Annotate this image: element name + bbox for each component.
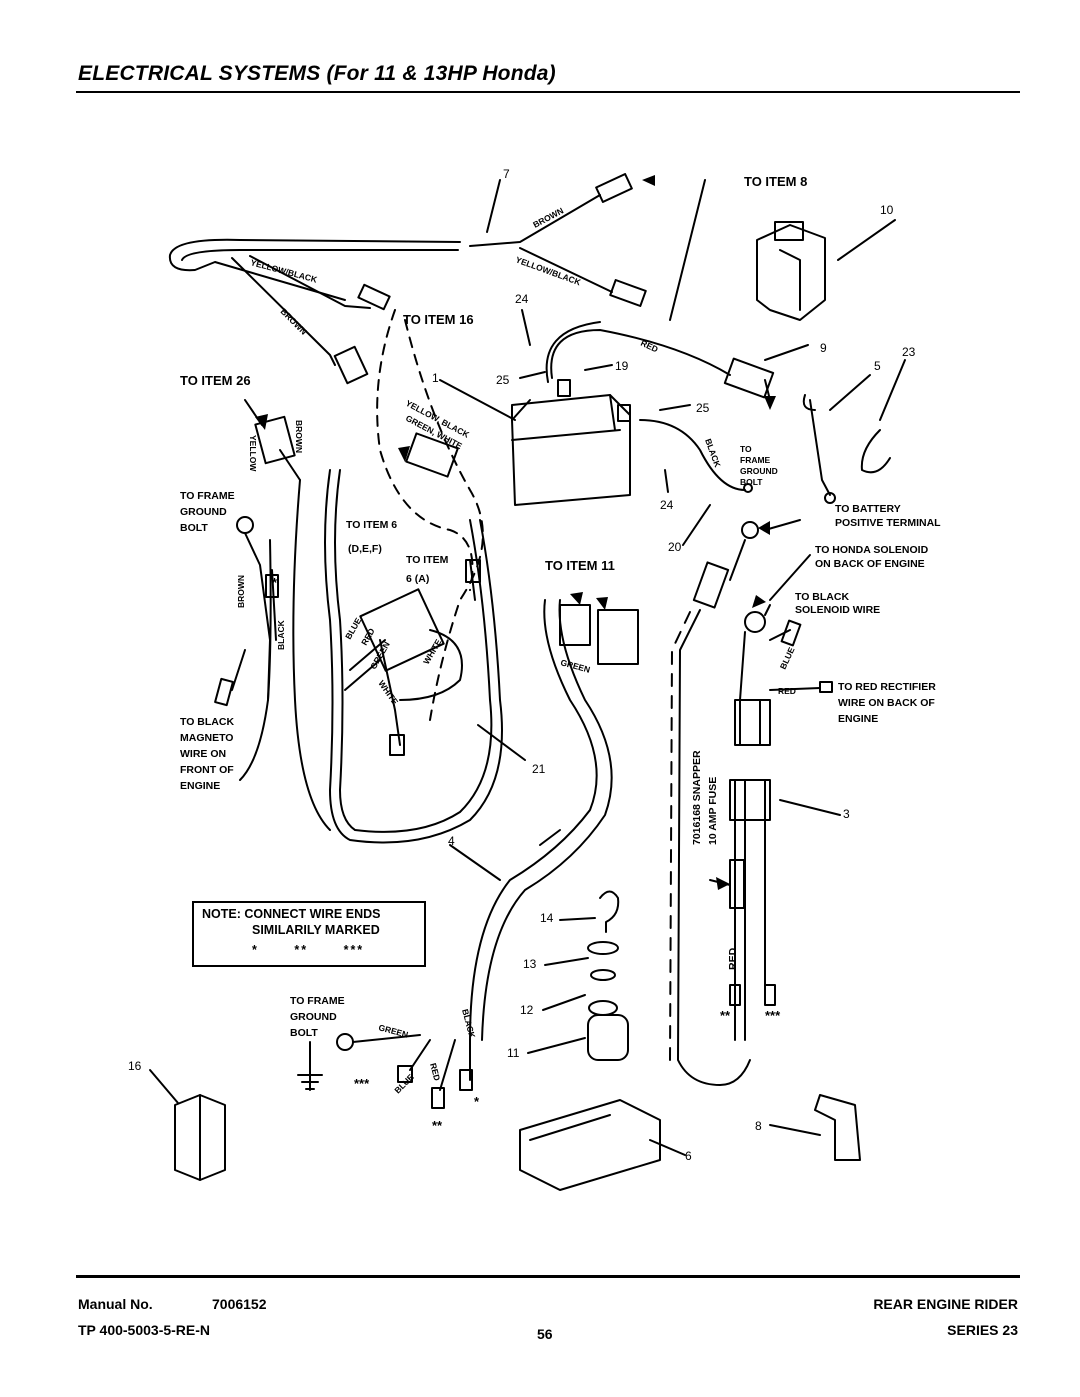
mark-triple-bottom: *** xyxy=(354,1076,370,1091)
mark-single-bottom: * xyxy=(474,1094,480,1109)
wire-black-mid: BLACK xyxy=(276,619,286,650)
part-number-20: 20 xyxy=(668,540,682,554)
frame-ground-1-line1: TO FRAME xyxy=(180,490,235,502)
frame-ground-2-line2: GROUND xyxy=(290,1011,337,1023)
fuse-label-line1: 7016168 SNAPPER xyxy=(691,750,703,845)
frame-ground-small-line4: BOLT xyxy=(740,477,763,487)
part-number-1: 1 xyxy=(432,371,439,385)
callout-to-item-16: TO ITEM 16 xyxy=(403,312,474,327)
wire-black-bottom: BLACK xyxy=(460,1008,478,1040)
frame-ground-small-line1: TO xyxy=(740,444,752,454)
product-name: REAR ENGINE RIDER xyxy=(873,1296,1018,1312)
red-rectifier-line3: ENGINE xyxy=(838,713,878,725)
wire-blue-right: BLUE xyxy=(778,645,797,670)
part-number-4: 4 xyxy=(448,834,455,848)
battery-positive-line1: TO BATTERY xyxy=(835,503,901,515)
footer-rule xyxy=(76,1275,1020,1278)
frame-ground-small-line3: GROUND xyxy=(740,466,778,476)
wire-brown-left: BROWN xyxy=(279,306,309,336)
wire-red-vertical: RED xyxy=(727,947,739,970)
note-line1: NOTE: CONNECT WIRE ENDS xyxy=(202,907,381,921)
top-harness xyxy=(168,238,461,301)
note-mark-triple: *** xyxy=(343,943,365,957)
wire-yellow-black-top: YELLOW/BLACK xyxy=(514,254,583,287)
part-number-24-bottom: 24 xyxy=(660,498,674,512)
wire-red-right: RED xyxy=(778,686,796,696)
callout-to-item-6a: TO ITEM xyxy=(406,554,449,566)
wire-black-battery: BLACK xyxy=(703,437,723,469)
honda-solenoid-line2: ON BACK OF ENGINE xyxy=(815,558,925,570)
part-number-19: 19 xyxy=(615,359,629,373)
part-number-9: 9 xyxy=(820,341,827,355)
part-number-25-right: 25 xyxy=(696,401,710,415)
black-solenoid-line2: SOLENOID WIRE xyxy=(795,604,880,616)
black-magneto-line2: MAGNETO xyxy=(180,732,233,744)
manual-label: Manual No. xyxy=(78,1296,153,1312)
part-number-14: 14 xyxy=(540,911,554,925)
red-rectifier-line1: TO RED RECTIFIER xyxy=(838,681,936,693)
page-number: 56 xyxy=(537,1326,553,1342)
part-number-11: 11 xyxy=(507,1046,520,1060)
wire-brown-conn: BROWN xyxy=(294,420,304,453)
callout-to-item-6: TO ITEM 6 xyxy=(346,519,397,531)
note-marks: * ** *** xyxy=(252,943,394,957)
part-number-24-top: 24 xyxy=(515,292,529,306)
red-rectifier-line2: WIRE ON BACK OF xyxy=(838,697,935,709)
part-number-5: 5 xyxy=(874,359,881,373)
mark-double-bottom: ** xyxy=(432,1118,443,1133)
callout-to-item-11: TO ITEM 11 xyxy=(545,558,615,573)
part-number-25-left: 25 xyxy=(496,373,510,387)
part-number-7: 7 xyxy=(503,167,510,181)
part-number-8: 8 xyxy=(755,1119,762,1133)
honda-solenoid-line1: TO HONDA SOLENOID xyxy=(815,544,929,556)
wire-brown-mid: BROWN xyxy=(236,575,246,608)
wire-red-bottom: RED xyxy=(428,1062,442,1082)
frame-ground-2-line3: BOLT xyxy=(290,1027,318,1039)
callout-to-item-26: TO ITEM 26 xyxy=(180,373,251,388)
wire-blue: BLUE xyxy=(343,616,363,641)
frame-ground-small-line2: FRAME xyxy=(740,455,771,465)
mark-double-right: ** xyxy=(720,1008,731,1023)
wire-yellow-black-left: YELLOW/BLACK xyxy=(249,257,319,285)
fuse-label-line2: 10 AMP FUSE xyxy=(707,777,719,845)
frame-ground-2-line1: TO FRAME xyxy=(290,995,345,1007)
title-rule xyxy=(76,91,1020,93)
black-magneto-line4: FRONT OF xyxy=(180,764,234,776)
black-magneto-line5: ENGINE xyxy=(180,780,220,792)
series: SERIES 23 xyxy=(947,1322,1018,1338)
wire-white-1: WHITE xyxy=(421,637,444,666)
part-number-21: 21 xyxy=(532,762,546,776)
wire-green: GREEN xyxy=(368,640,392,671)
frame-ground-1-line3: BOLT xyxy=(180,522,208,534)
frame-ground-1-line2: GROUND xyxy=(180,506,227,518)
wire-red-top: RED xyxy=(639,338,659,355)
mark-triple-right: *** xyxy=(765,1008,781,1023)
wire-white-2: WHITE xyxy=(376,678,400,706)
part-number-6: 6 xyxy=(685,1149,692,1163)
part-number-13: 13 xyxy=(523,957,537,971)
black-magneto-line1: TO BLACK xyxy=(180,716,234,728)
note-box: NOTE: CONNECT WIRE ENDS SIMILARILY MARKE… xyxy=(192,901,426,967)
callout-to-item-6-sub: (D,E,F) xyxy=(348,543,382,555)
callout-to-item-6a-sub: 6 (A) xyxy=(406,573,429,585)
part-number-10: 10 xyxy=(880,203,894,217)
callout-to-item-8: TO ITEM 8 xyxy=(744,174,807,189)
black-magneto-line3: WIRE ON xyxy=(180,748,226,760)
note-mark-double: ** xyxy=(294,943,309,957)
part-number-23: 23 xyxy=(902,345,916,359)
tp-number: TP 400-5003-5-RE-N xyxy=(78,1322,211,1338)
page-title: ELECTRICAL SYSTEMS (For 11 & 13HP Honda) xyxy=(78,62,556,85)
wire-green-11: GREEN xyxy=(559,657,591,674)
part-number-16: 16 xyxy=(128,1059,142,1073)
mark-single: * xyxy=(272,575,278,590)
black-solenoid-line1: TO BLACK xyxy=(795,591,849,603)
manual-number: 7006152 xyxy=(212,1296,267,1312)
note-mark-single: * xyxy=(252,943,259,957)
note-line2: SIMILARILY MARKED xyxy=(252,923,380,937)
wire-yellow-conn: YELLOW xyxy=(248,435,258,472)
part-number-3: 3 xyxy=(843,807,850,821)
battery-positive-line2: POSITIVE TERMINAL xyxy=(835,517,941,529)
part-number-12: 12 xyxy=(520,1003,534,1017)
